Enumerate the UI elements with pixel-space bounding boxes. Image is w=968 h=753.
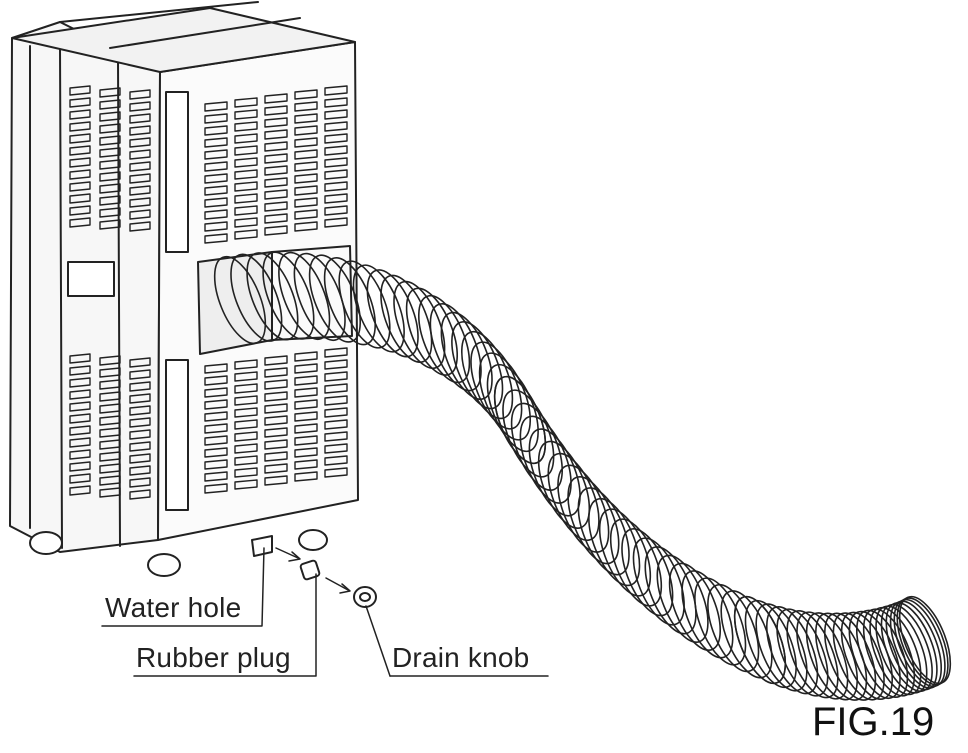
exhaust-hose [213,251,952,701]
label-drain-knob: Drain knob [392,642,530,673]
label-water-hole: Water hole [105,592,242,623]
unit-handle-slots [67,91,189,511]
unit-wheels [29,529,328,577]
vent-grilles [69,85,348,500]
figure-label: FIG.19 [812,700,935,744]
label-rubber-plug: Rubber plug [136,642,291,673]
unit-top-panel [11,1,356,73]
leader-lines [101,547,549,677]
drain-parts [251,535,377,608]
